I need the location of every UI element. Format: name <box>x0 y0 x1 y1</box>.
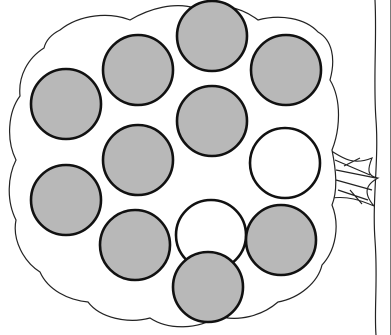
wall-line <box>374 0 377 335</box>
filled-ball <box>177 86 247 156</box>
empty-ball <box>250 128 320 198</box>
filled-ball <box>103 125 173 195</box>
filled-ball <box>177 1 247 71</box>
filled-ball <box>31 69 101 139</box>
filled-ball <box>251 35 321 105</box>
stem <box>330 150 378 206</box>
filled-ball <box>100 210 170 280</box>
filled-ball <box>103 35 173 105</box>
filled-ball <box>173 252 243 322</box>
filled-ball <box>31 165 101 235</box>
filled-ball <box>246 205 316 275</box>
